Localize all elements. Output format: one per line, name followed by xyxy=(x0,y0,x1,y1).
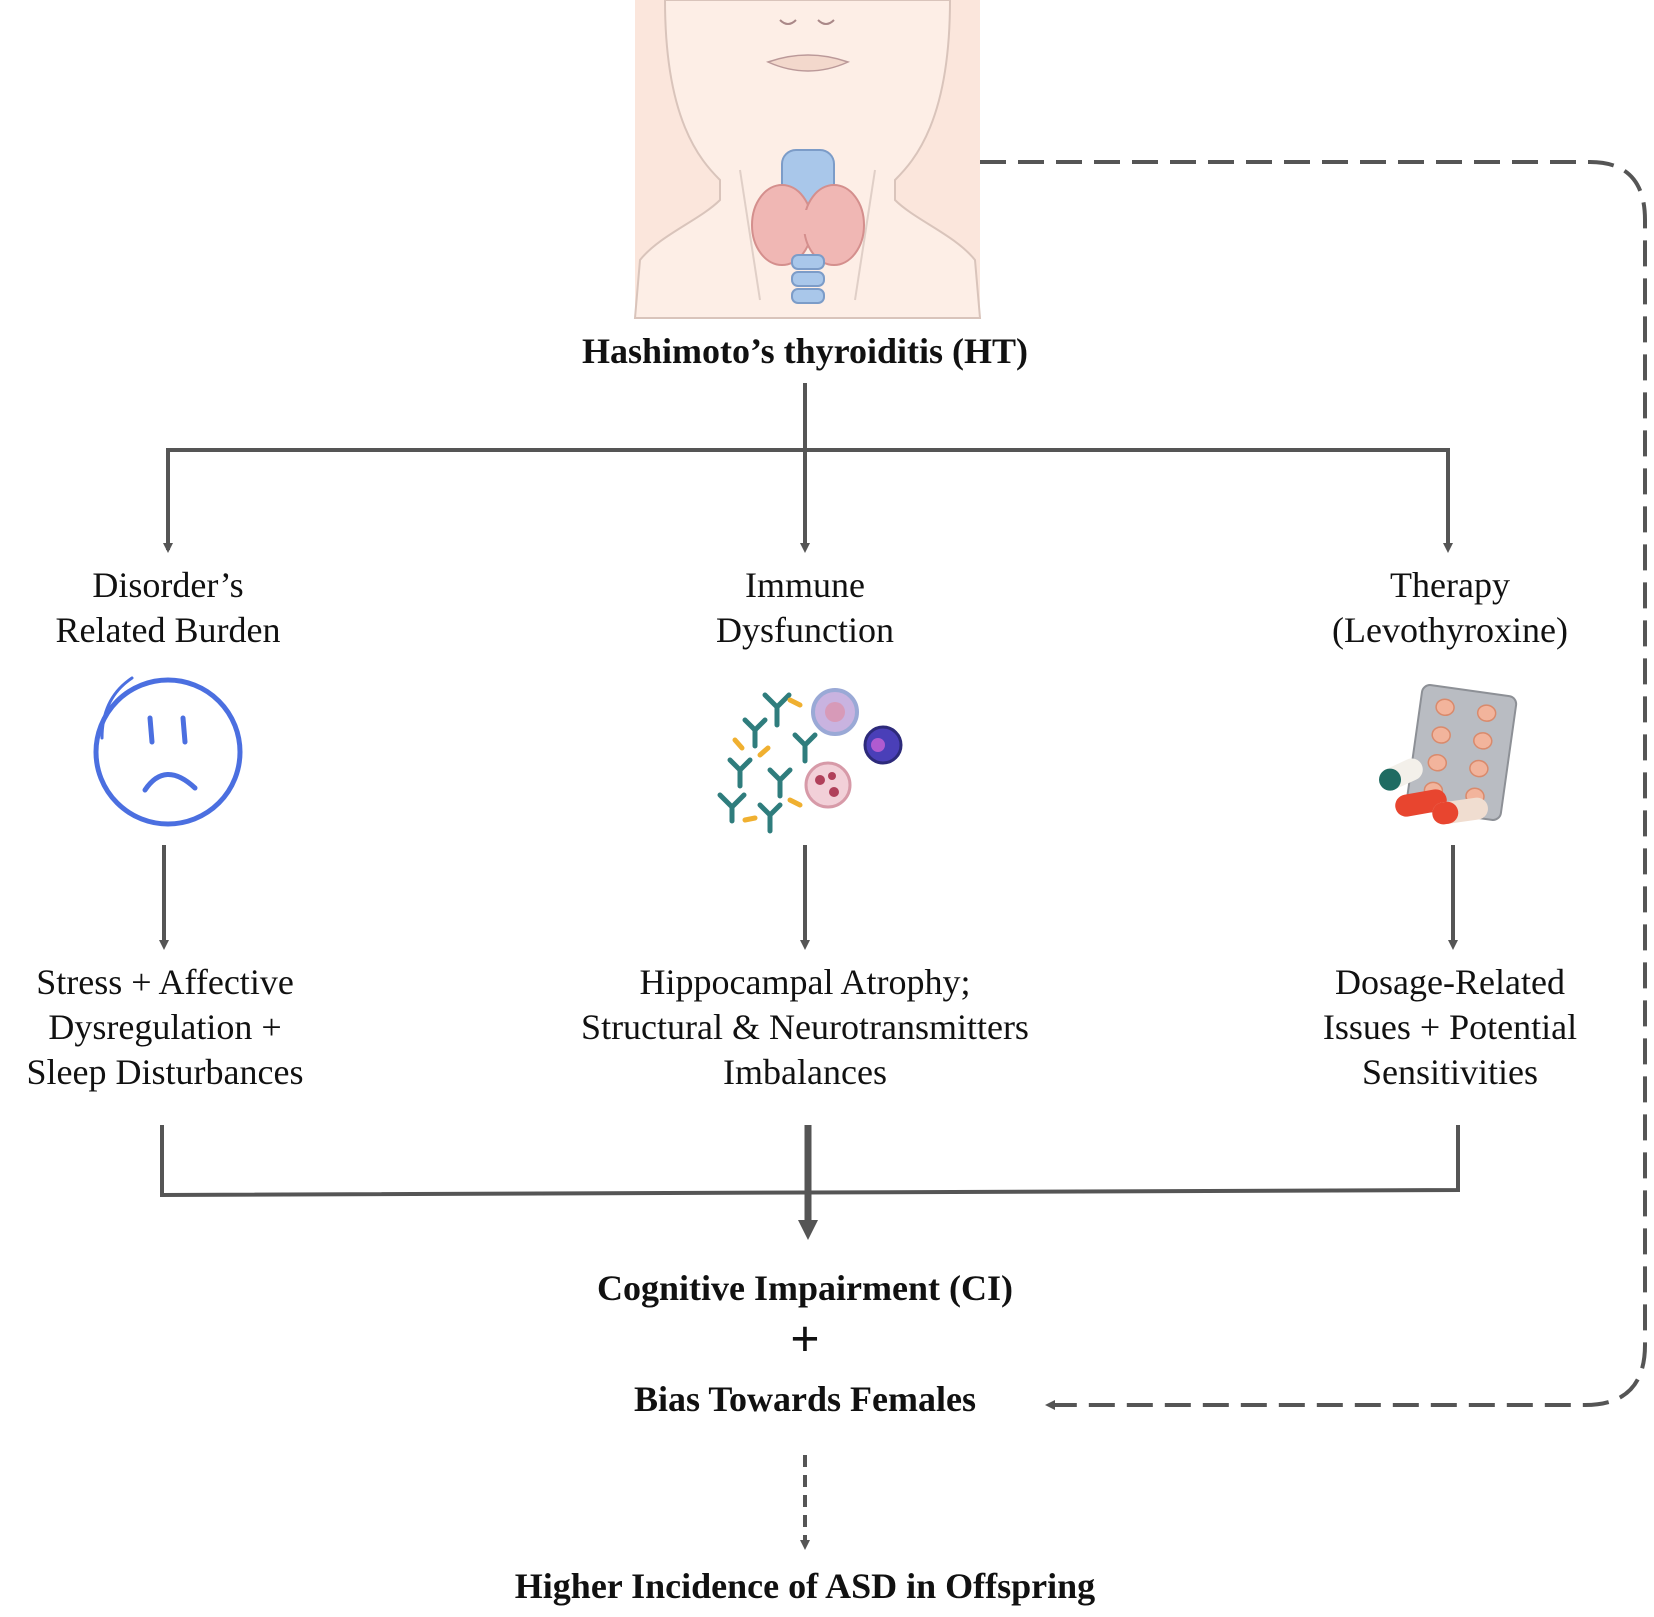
branch-heading-therapy-line2: (Levothyroxine) xyxy=(1332,610,1568,650)
sad-face-icon xyxy=(93,676,243,827)
branch-heading-burden-line2: Related Burden xyxy=(55,610,281,650)
pills-blister-pack-icon xyxy=(1379,684,1518,825)
effect-burden: Stress + Affective Dysregulation + Sleep… xyxy=(0,960,330,1095)
outcome-plus: + xyxy=(790,1311,820,1368)
branch-heading-therapy: Therapy (Levothyroxine) xyxy=(1300,563,1600,653)
branch-heading-immune-line1: Immune xyxy=(745,565,865,605)
neck-thyroid-illustration xyxy=(633,0,982,319)
branch-heading-burden-line1: Disorder’s xyxy=(92,565,244,605)
effect-immune-line1: Hippocampal Atrophy; xyxy=(639,962,971,1002)
branch-heading-immune: Immune Dysfunction xyxy=(655,563,955,653)
branch-heading-therapy-line1: Therapy xyxy=(1390,565,1510,605)
effect-immune-line3: Imbalances xyxy=(723,1052,887,1092)
final-outcome: Higher Incidence of ASD in Offspring xyxy=(514,1566,1096,1606)
connectors xyxy=(159,160,1647,1550)
outcome-ci: Cognitive Impairment (CI) xyxy=(597,1268,1013,1308)
effect-burden-line2: Dysregulation + xyxy=(48,1007,282,1047)
effect-therapy-line2: Issues + Potential xyxy=(1322,1007,1578,1047)
effect-immune-line2: Structural & Neurotransmitters xyxy=(581,1007,1029,1047)
effect-therapy: Dosage-Related Issues + Potential Sensit… xyxy=(1290,960,1610,1095)
effect-burden-line3: Sleep Disturbances xyxy=(26,1052,304,1092)
antibodies-immune-cells-icon xyxy=(717,688,903,834)
branch-heading-immune-line2: Dysfunction xyxy=(716,610,894,650)
effect-therapy-line3: Sensitivities xyxy=(1361,1052,1538,1092)
branch-heading-burden: Disorder’s Related Burden xyxy=(18,563,318,653)
outcome-bias: Bias Towards Females xyxy=(633,1379,977,1419)
ht-title: Hashimoto’s thyroiditis (HT) xyxy=(581,331,1029,371)
effect-burden-line1: Stress + Affective xyxy=(36,962,294,1002)
effect-immune: Hippocampal Atrophy; Structural & Neurot… xyxy=(540,960,1070,1095)
effect-therapy-line1: Dosage-Related xyxy=(1335,962,1565,1002)
